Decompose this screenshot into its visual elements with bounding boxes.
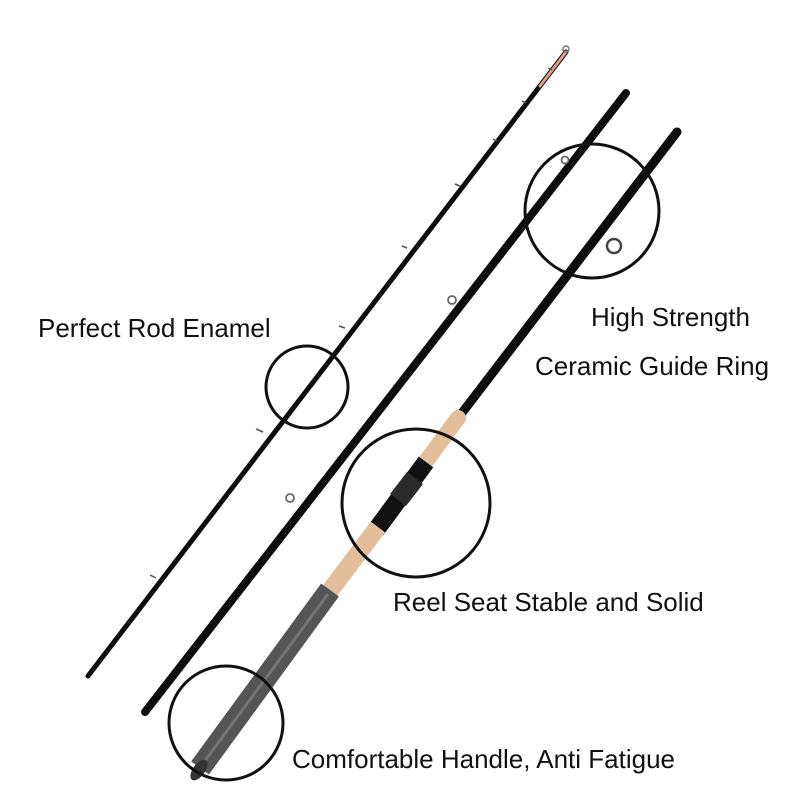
tip-section-rod — [85, 45, 570, 679]
reel-seat-callout-circle — [340, 427, 492, 579]
callout-circles — [167, 142, 661, 782]
handle-callout-label: Comfortable Handle, Anti Fatigue — [292, 744, 675, 774]
butt-cap — [190, 759, 208, 781]
guide-ring-callout-circle — [523, 142, 661, 280]
reel-seat-callout-label: Reel Seat Stable and Solid — [393, 587, 704, 617]
cork-rear-grip — [318, 521, 386, 602]
tip-top-ring — [562, 45, 570, 53]
enamel-callout-circle — [264, 344, 350, 430]
rod-tip-accent — [538, 50, 568, 88]
enamel-callout-label: Perfect Rod Enamel — [38, 313, 271, 343]
tip-section-guides — [149, 67, 553, 579]
strength-callout-label: High Strength — [591, 302, 750, 332]
butt-section-rod — [190, 127, 682, 781]
middle-section-rod — [141, 89, 630, 716]
ceramic-guide-ring — [605, 237, 623, 255]
handle-callout-circle — [167, 664, 285, 782]
middle-section-guides — [285, 155, 570, 503]
ceramic-guide-callout-label: Ceramic Guide Ring — [535, 351, 770, 381]
